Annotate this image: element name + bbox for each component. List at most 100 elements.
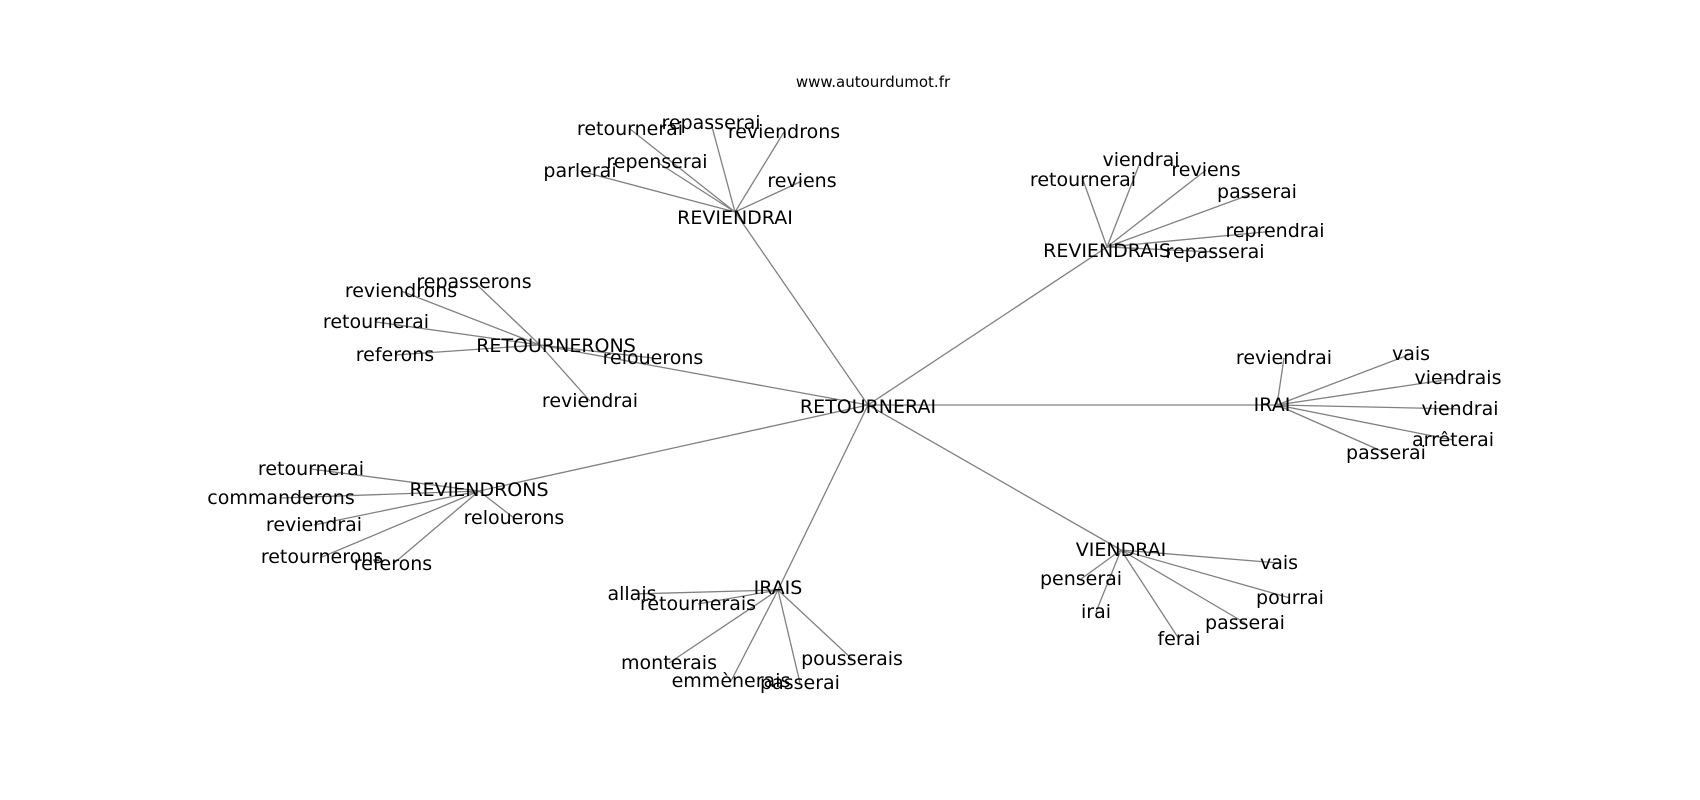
- hub-node-label: REVIENDRONS: [409, 479, 548, 501]
- edge-hub-leaf: [579, 170, 736, 213]
- leaf-node-label: repasserons: [416, 271, 531, 293]
- leaf-node-label: passerai: [1217, 181, 1297, 203]
- edge-hub-leaf: [1120, 549, 1180, 640]
- edge-hub-leaf: [777, 589, 801, 684]
- edge-hub-leaf: [473, 281, 541, 346]
- edge-root-hub: [478, 404, 869, 492]
- leaf-node-label: relouerons: [464, 507, 565, 529]
- leaf-node-label: passerai: [1205, 612, 1285, 634]
- leaf-node-label: viendrais: [1415, 367, 1502, 389]
- edge-hub-leaf: [1276, 357, 1285, 406]
- leaf-node-label: commanderons: [207, 487, 354, 509]
- edge-hub-leaf: [313, 490, 480, 526]
- edge-hub-leaf: [629, 128, 736, 213]
- edge-hub-leaf: [734, 131, 785, 213]
- edge-hub-leaf: [539, 344, 591, 402]
- leaf-node-label: reviens: [1171, 159, 1240, 181]
- edge-hub-leaf: [1120, 549, 1291, 599]
- edge-hub-leaf: [1080, 549, 1122, 580]
- edge-hub-leaf: [1106, 230, 1276, 248]
- edge-hub-leaf: [710, 122, 736, 213]
- edge-hub-leaf: [280, 490, 480, 499]
- leaf-node-label: vais: [1392, 343, 1430, 365]
- edge-root-hub: [539, 344, 869, 406]
- leaf-node-label: reviendrons: [345, 280, 457, 302]
- edge-hub-leaf: [1120, 549, 1246, 624]
- leaf-node-label: retournerai: [577, 118, 683, 140]
- leaf-node-label: repasserai: [661, 112, 760, 134]
- leaf-node-label: reviendrai: [542, 390, 638, 412]
- edge-root-hub: [867, 404, 1122, 551]
- hub-node-label: VIENDRAI: [1076, 539, 1166, 561]
- leaf-node-label: retournerons: [261, 546, 383, 568]
- edge-hub-leaf: [375, 321, 541, 346]
- edge-hub-leaf: [1106, 246, 1216, 253]
- edge-hub-leaf: [539, 344, 654, 359]
- edge-root-hub: [777, 404, 869, 591]
- edge-hub-leaf: [392, 490, 480, 565]
- edge-hub-leaf: [1106, 169, 1207, 248]
- leaf-node-label: irai: [1081, 601, 1111, 623]
- edge-hub-leaf: [1106, 159, 1142, 248]
- edge-hub-leaf: [1276, 404, 1387, 454]
- leaf-node-label: reviendrai: [1236, 347, 1332, 369]
- leaf-node-label: reviendrons: [728, 121, 840, 143]
- hub-node-label: IRAIS: [754, 577, 803, 599]
- leaf-node-label: ferai: [1157, 628, 1200, 650]
- leaf-node-label: referons: [354, 553, 432, 575]
- root-node-label: RETOURNERAI: [800, 396, 936, 418]
- leaf-node-label: pourrai: [1256, 587, 1324, 609]
- edge-hub-leaf: [631, 589, 779, 595]
- edge-hub-leaf: [1120, 549, 1280, 564]
- edge-hub-leaf: [321, 490, 480, 558]
- edge-layer: [280, 122, 1461, 684]
- leaf-node-label: reviens: [767, 170, 836, 192]
- leaf-node-label: reviendrai: [266, 514, 362, 536]
- hub-node-label: IRAI: [1254, 394, 1291, 416]
- edge-hub-leaf: [478, 490, 515, 519]
- edge-hub-leaf: [668, 589, 779, 664]
- edge-hub-leaf: [1082, 179, 1108, 248]
- leaf-node-label: passerai: [760, 672, 840, 694]
- leaf-node-label: retournerais: [640, 593, 756, 615]
- edge-hub-leaf: [656, 161, 736, 213]
- site-watermark: www.autourdumot.fr: [795, 73, 951, 91]
- edge-hub-leaf: [310, 468, 480, 492]
- hub-node-label: RETOURNERONS: [476, 335, 636, 357]
- edge-root-hub: [867, 246, 1108, 406]
- hub-node-label: REVIENDRAI: [677, 207, 793, 229]
- leaf-node-label: allais: [607, 583, 656, 605]
- edge-hub-leaf: [734, 180, 803, 213]
- leaf-node-label: retournerai: [258, 458, 364, 480]
- leaf-node-label: vais: [1260, 552, 1298, 574]
- edge-hub-leaf: [1276, 377, 1459, 406]
- leaf-node-label: pousserais: [801, 648, 903, 670]
- leaf-node-label: retournerai: [1030, 169, 1136, 191]
- leaf-node-label: reprendrai: [1225, 220, 1324, 242]
- edge-root-hub: [734, 211, 869, 406]
- edge-hub-leaf: [1095, 549, 1122, 613]
- edge-hub-leaf: [400, 290, 541, 346]
- edge-hub-leaf: [777, 589, 853, 660]
- leaf-node-label: referons: [356, 344, 434, 366]
- leaf-node-label: relouerons: [603, 347, 704, 369]
- label-layer: RETOURNERAI REVIENDRAI parlerai retournerai…: [207, 112, 1501, 694]
- leaf-node-label: viendrai: [1102, 149, 1179, 171]
- edge-hub-leaf: [1106, 191, 1258, 248]
- hub-node-label: REVIENDRAIS: [1043, 240, 1171, 262]
- leaf-node-label: passerai: [1346, 442, 1426, 464]
- leaf-node-label: parlerai: [543, 160, 616, 182]
- leaf-node-label: repasserai: [1165, 241, 1264, 263]
- edge-hub-leaf: [697, 589, 779, 605]
- edge-hub-leaf: [394, 344, 541, 356]
- leaf-node-label: viendrai: [1421, 398, 1498, 420]
- edge-hub-leaf: [1276, 404, 1454, 441]
- edge-hub-leaf: [1276, 353, 1412, 406]
- edge-hub-leaf: [730, 589, 779, 682]
- leaf-node-label: penserai: [1040, 568, 1122, 590]
- leaf-node-label: repenserai: [606, 151, 707, 173]
- leaf-node-label: emmènerais: [672, 670, 791, 692]
- leaf-node-label: monterais: [621, 652, 717, 674]
- edge-hub-leaf: [1276, 404, 1461, 410]
